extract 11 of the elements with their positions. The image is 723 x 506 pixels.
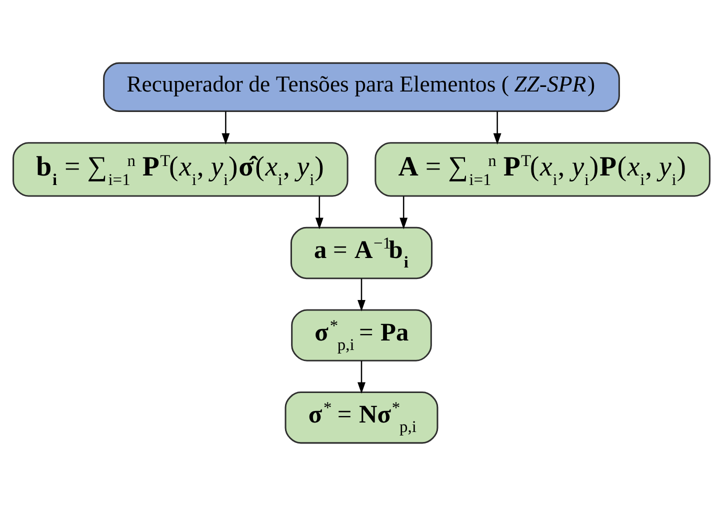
arrow xyxy=(400,196,408,230)
node-box: b$_{i}$ = ∑$_{i=1}$$^{n}$ P$^{T}$(x$_{i}$, y$_{i}$)σ̂(x$_{i}$, y$_{i}$) xyxy=(12,142,348,197)
node-box: A = ∑$_{i=1}$$^{n}$ P$^{T}$(x$_{i}$, y$_{i}$)P(x$_{i}$, y$_{i}$) xyxy=(374,142,710,197)
node-box: Recuperador de Tensões para Elementos (ZZ-SPR) xyxy=(103,62,620,112)
arrow xyxy=(222,111,230,145)
node-box: σ$^{*}$$_{p,i}$ = Pa xyxy=(291,309,432,362)
arrow xyxy=(493,111,502,145)
node-box: a = A$^{−1}$b$_{i}$ xyxy=(290,226,433,280)
arrow xyxy=(315,196,324,230)
arrow xyxy=(358,360,366,394)
arrow xyxy=(358,278,366,312)
